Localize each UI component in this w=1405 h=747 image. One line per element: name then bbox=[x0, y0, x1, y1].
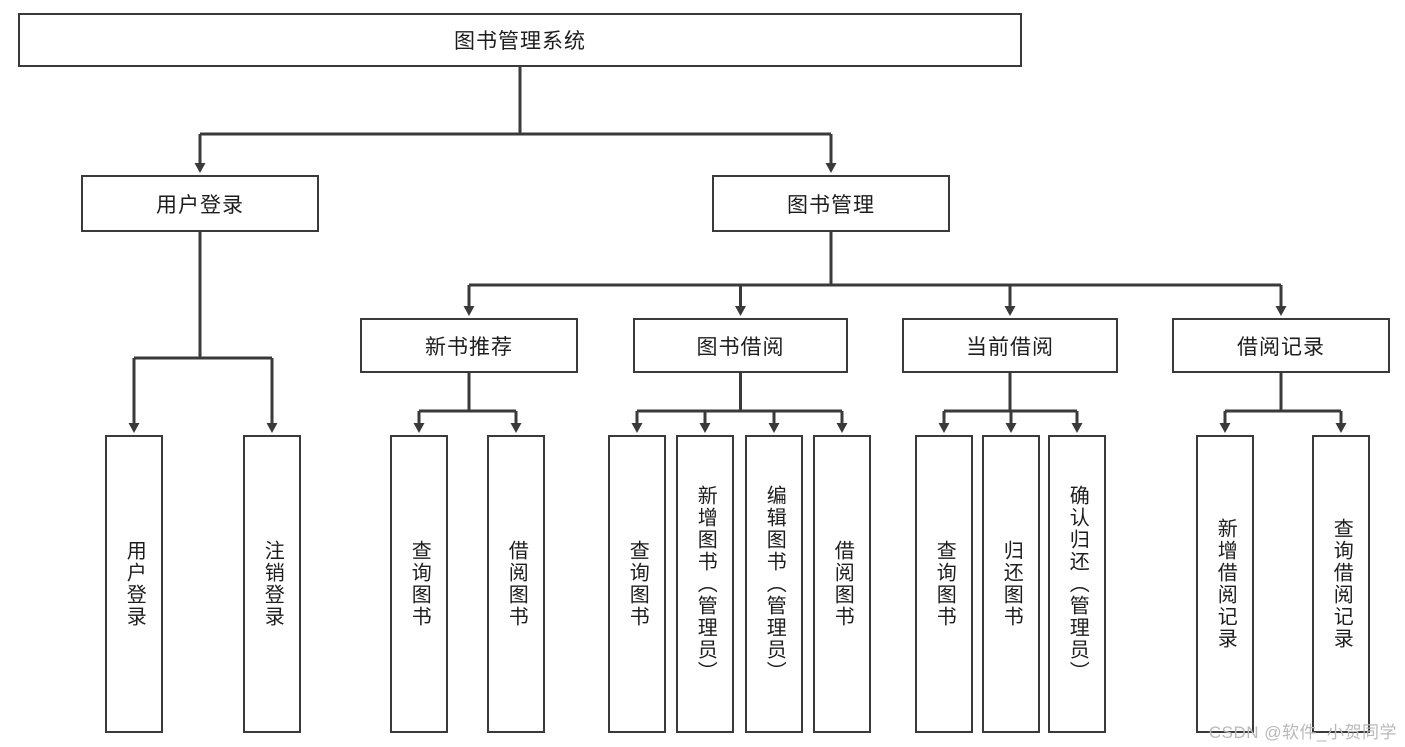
node-current-borrow[interactable]: 当前借阅 bbox=[902, 318, 1118, 373]
leaf-add-borrow-record[interactable]: 新增借阅记录 bbox=[1196, 435, 1254, 733]
leaf-borrow-book-recommend[interactable]: 借阅图书 bbox=[487, 435, 545, 733]
leaf-query-borrow-record-label: 查询借阅记录 bbox=[1330, 518, 1353, 650]
node-user-login[interactable]: 用户登录 bbox=[81, 175, 319, 232]
leaf-query-book-current[interactable]: 查询图书 bbox=[915, 435, 973, 733]
leaf-query-book-current-label: 查询图书 bbox=[933, 540, 956, 628]
leaf-return-book-label: 归还图书 bbox=[1000, 540, 1023, 628]
leaf-add-book-admin[interactable]: 新增图书（管理员） bbox=[676, 435, 734, 733]
node-book-borrow-label: 图书借阅 bbox=[696, 335, 785, 359]
leaf-query-book-borrow[interactable]: 查询图书 bbox=[608, 435, 666, 733]
leaf-logout-label: 注销登录 bbox=[261, 540, 284, 628]
leaf-confirm-return-admin-label: 确认归还（管理员） bbox=[1066, 485, 1089, 683]
node-new-book-recommend-label: 新书推荐 bbox=[425, 335, 513, 359]
node-user-login-label: 用户登录 bbox=[156, 193, 244, 217]
leaf-add-borrow-record-label: 新增借阅记录 bbox=[1214, 518, 1237, 650]
leaf-borrow-book-label: 借阅图书 bbox=[831, 540, 854, 628]
node-root[interactable]: 图书管理系统 bbox=[18, 13, 1022, 67]
leaf-query-book-recommend[interactable]: 查询图书 bbox=[390, 435, 448, 733]
node-book-management[interactable]: 图书管理 bbox=[712, 175, 950, 232]
leaf-borrow-book-recommend-label: 借阅图书 bbox=[505, 540, 528, 628]
node-new-book-recommend[interactable]: 新书推荐 bbox=[360, 318, 578, 373]
node-borrow-record-label: 借阅记录 bbox=[1237, 335, 1325, 359]
watermark-text: CSDN @软件_小贺同学 bbox=[1208, 723, 1397, 742]
leaf-user-login[interactable]: 用户登录 bbox=[105, 435, 163, 733]
leaf-borrow-book[interactable]: 借阅图书 bbox=[813, 435, 871, 733]
leaf-confirm-return-admin[interactable]: 确认归还（管理员） bbox=[1048, 435, 1106, 733]
leaf-logout[interactable]: 注销登录 bbox=[243, 435, 301, 733]
node-current-borrow-label: 当前借阅 bbox=[966, 335, 1054, 359]
leaf-add-book-admin-label: 新增图书（管理员） bbox=[694, 485, 717, 683]
node-borrow-record[interactable]: 借阅记录 bbox=[1172, 318, 1390, 373]
leaf-edit-book-admin-label: 编辑图书（管理员） bbox=[763, 485, 786, 683]
node-root-label: 图书管理系统 bbox=[454, 30, 586, 53]
node-book-borrow[interactable]: 图书借阅 bbox=[633, 318, 848, 373]
node-book-management-label: 图书管理 bbox=[787, 193, 875, 217]
leaf-query-borrow-record[interactable]: 查询借阅记录 bbox=[1312, 435, 1370, 733]
leaf-return-book[interactable]: 归还图书 bbox=[982, 435, 1040, 733]
leaf-query-book-recommend-label: 查询图书 bbox=[408, 540, 431, 628]
leaf-query-book-borrow-label: 查询图书 bbox=[626, 540, 649, 628]
leaf-user-login-label: 用户登录 bbox=[123, 540, 146, 628]
leaf-edit-book-admin[interactable]: 编辑图书（管理员） bbox=[745, 435, 803, 733]
